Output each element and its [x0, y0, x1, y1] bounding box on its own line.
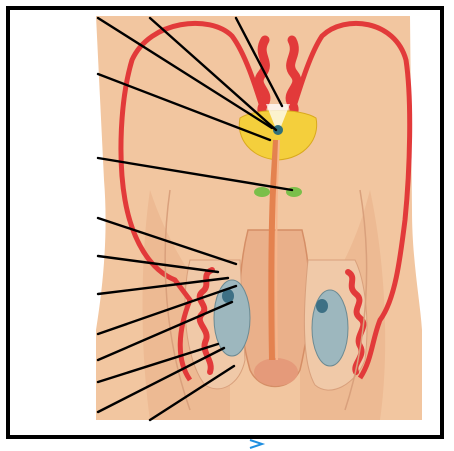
bulbourethral-gland-left [254, 187, 270, 197]
blue-arrow-icon [250, 440, 262, 448]
testis-right [312, 290, 348, 366]
glans [254, 358, 298, 386]
testis-right-highlight [316, 299, 328, 313]
